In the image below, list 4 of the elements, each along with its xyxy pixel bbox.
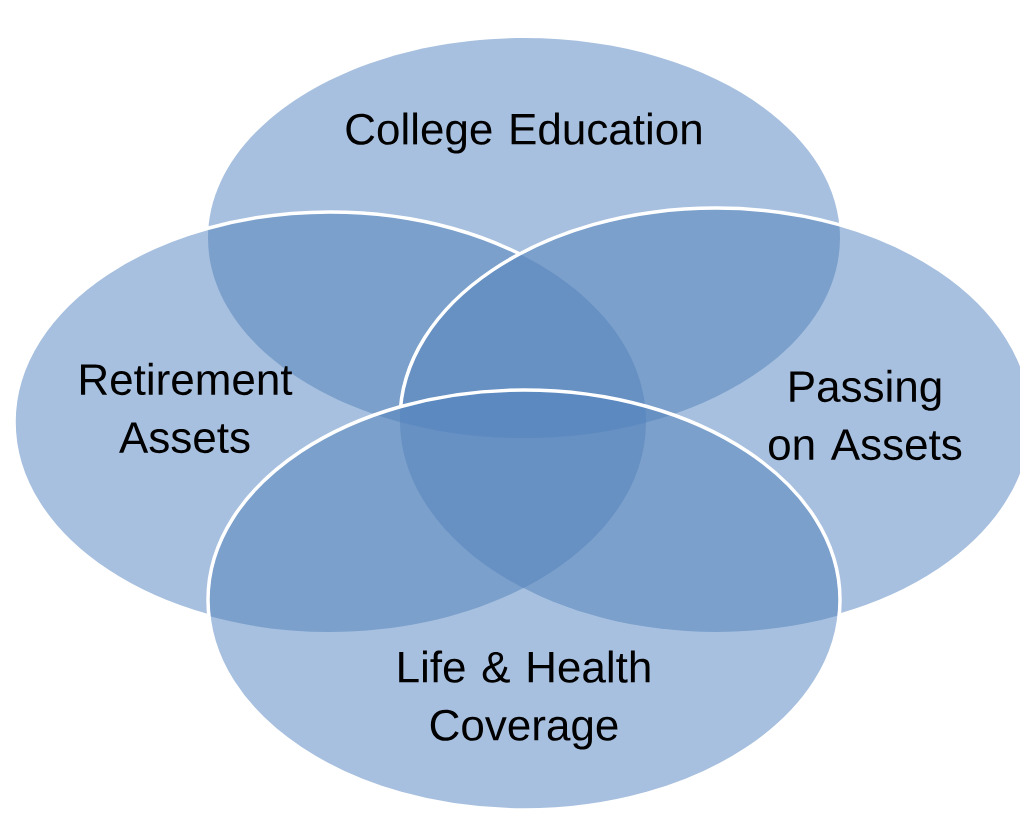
circle-label: Passing on Assets [769,369,962,461]
circle-label: College Education [346,112,701,154]
circle-label: Retirement Assets [81,362,293,454]
circle-label: Life & Health Coverage [399,650,650,750]
